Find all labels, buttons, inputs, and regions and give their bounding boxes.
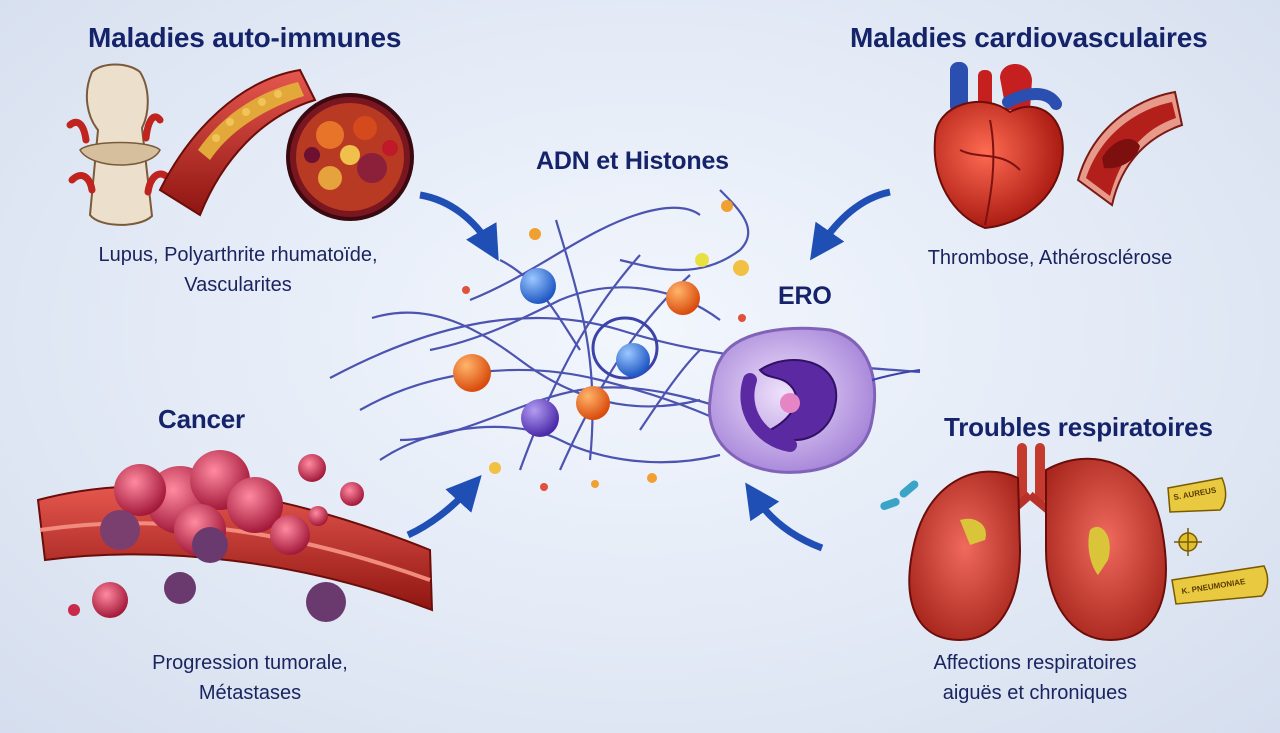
dna-histones-label: ADN et Histones xyxy=(536,147,729,175)
histone-particles xyxy=(453,268,700,437)
autoimmune-caption-line1: Lupus, Polyarthrite rhumatoïde, xyxy=(98,244,378,266)
arrow-autoimmune-to-center xyxy=(419,191,499,262)
ros-label: ERO xyxy=(778,282,832,310)
cardiovascular-caption-line1: Thrombose, Athérosclérose xyxy=(927,247,1173,269)
autoimmune-illustration xyxy=(66,63,414,226)
ros-particles xyxy=(462,200,749,491)
respiratory-caption-line1: Affections respiratoires xyxy=(933,652,1137,674)
cancer-caption-line1: Progression tumorale, xyxy=(152,652,348,674)
artery-plaque-icon xyxy=(158,68,317,217)
pathogen-tag-s-aureus xyxy=(1167,477,1227,513)
thrombus-vessel-icon xyxy=(1076,90,1184,207)
cardiovascular-illustration xyxy=(933,62,1184,230)
neutrophil-cell xyxy=(707,326,921,474)
arrow-respiratory-to-center xyxy=(745,482,824,552)
cardiovascular-title: Maladies cardiovasculaires xyxy=(850,22,1208,53)
cancer-caption-line2: Métastases xyxy=(198,682,302,704)
respiratory-illustration xyxy=(880,443,1269,642)
autoimmune-caption-line2: Vascularites xyxy=(184,274,292,296)
respiratory-title: Troubles respiratoires xyxy=(944,412,1213,442)
cardiovascular-caption: Thrombose, Athérosclérose xyxy=(910,243,1190,273)
pathogen-tag-k-pneumoniae xyxy=(1171,565,1269,605)
cancer-title: Cancer xyxy=(158,404,245,434)
cancer-illustration xyxy=(36,450,434,622)
arrow-cancer-to-center xyxy=(406,474,482,539)
heart-icon xyxy=(933,62,1064,230)
tumor-mass xyxy=(100,450,310,563)
net-dna-illustration xyxy=(329,189,921,491)
metastatic-cells xyxy=(68,454,364,622)
cancer-caption: Progression tumorale, Métastases xyxy=(105,648,395,708)
tissue-magnified-icon xyxy=(286,93,414,221)
respiratory-caption-line2: aiguës et chroniques xyxy=(942,682,1128,704)
autoimmune-caption: Lupus, Polyarthrite rhumatoïde, Vascular… xyxy=(78,240,398,300)
bacteria-icon xyxy=(1174,528,1202,556)
respiratory-caption: Affections respiratoires aiguës et chron… xyxy=(900,648,1170,708)
joint-icon xyxy=(66,63,170,226)
autoimmune-title: Maladies auto-immunes xyxy=(88,22,402,53)
arrow-cardio-to-center xyxy=(810,188,891,261)
left-lung xyxy=(908,470,1022,642)
